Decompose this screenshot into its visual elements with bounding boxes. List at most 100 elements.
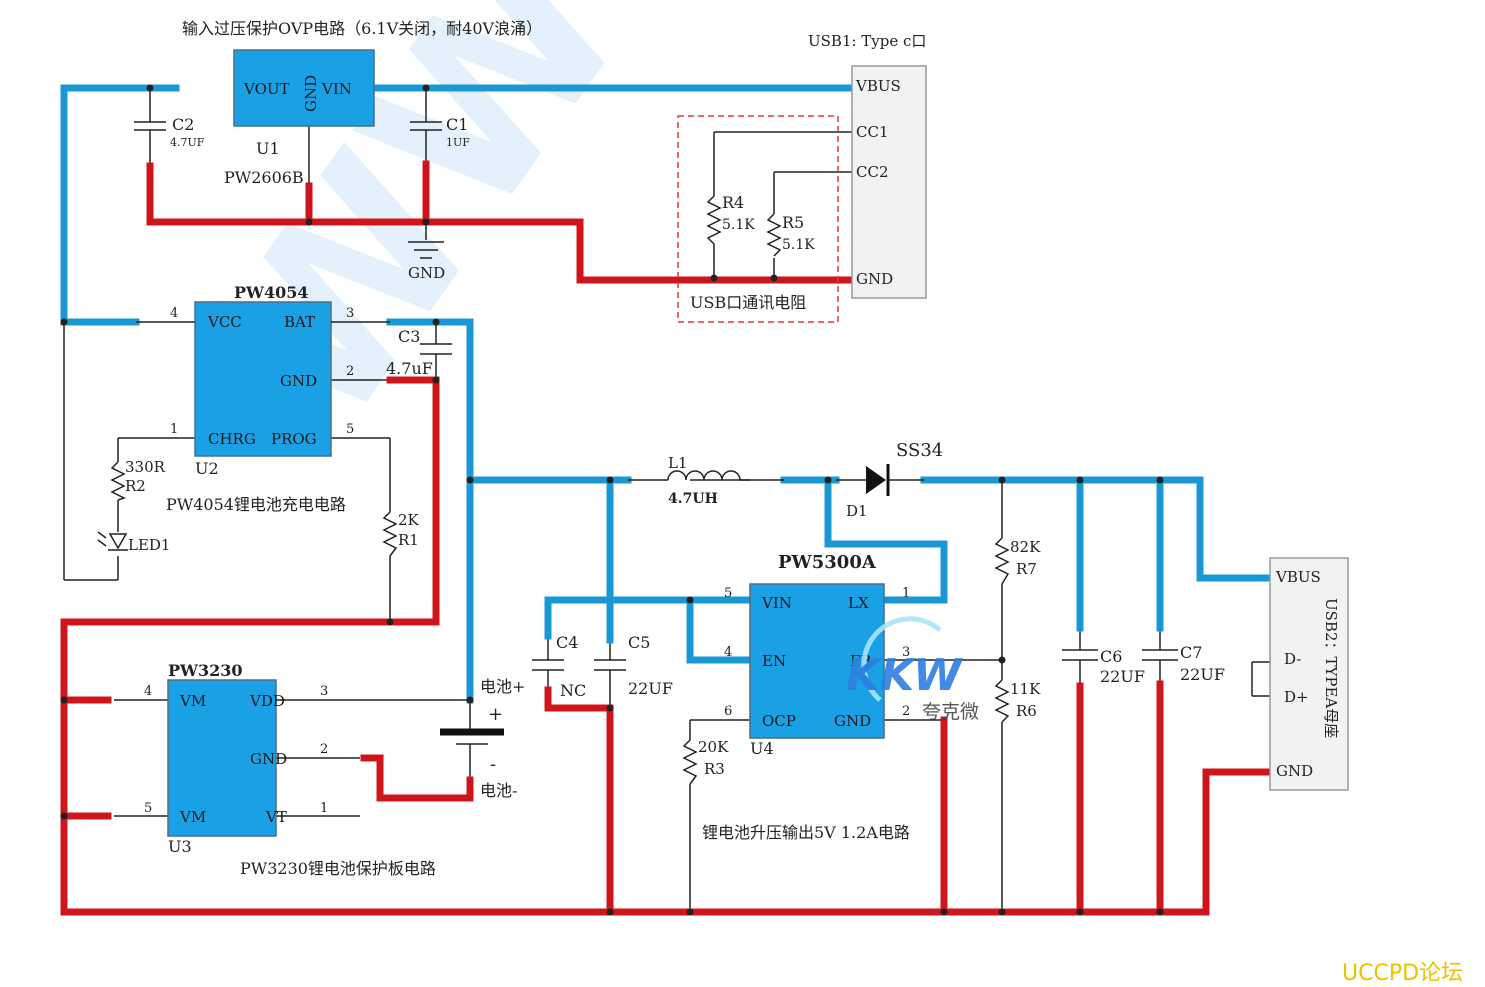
ovp-title: 输入过压保护OVP电路（6.1V关闭，耐40V浪涌）	[182, 19, 542, 38]
r1-value: 2K	[398, 511, 420, 529]
c6-ref: C6	[1100, 647, 1122, 666]
battery-plus-label: 电池+	[480, 677, 525, 696]
battery: 电池+ + - 电池-	[440, 677, 525, 800]
usb2-dplus: D+	[1284, 688, 1309, 706]
boost-pin4: 4	[724, 645, 732, 660]
usb1-body	[851, 65, 927, 299]
c4-value: NC	[560, 681, 586, 700]
capacitor-c4: C4 NC	[532, 633, 586, 700]
ground-symbol: GND	[408, 241, 445, 282]
boost-pin1: 1	[902, 586, 910, 601]
resistor-r2: 330R R2	[110, 458, 166, 501]
c7-value: 22UF	[1180, 665, 1225, 684]
protect-pin-vm1: VM	[179, 692, 206, 710]
boost-pin-gnd: GND	[834, 712, 871, 730]
charger-pin2: 2	[346, 364, 354, 379]
boost-caption: 锂电池升压输出5V 1.2A电路	[702, 823, 910, 842]
r6-ref: R6	[1016, 702, 1037, 720]
r5-ref: R5	[782, 213, 804, 232]
ovp-part: PW2606B	[224, 168, 304, 187]
c1-ref: C1	[446, 115, 468, 134]
c2-value: 4.7UF	[170, 136, 205, 149]
r2-ref: R2	[125, 477, 146, 495]
protect-pin4: 4	[144, 684, 152, 699]
charger-caption: PW4054锂电池充电电路	[166, 495, 346, 514]
charger-pin1: 1	[170, 422, 178, 437]
charger-pin-bat: BAT	[284, 313, 315, 331]
c3-ref: C3	[398, 327, 420, 346]
charger-pin-vcc: VCC	[207, 313, 242, 331]
d1-part: SS34	[896, 440, 943, 461]
usb2-vbus: VBUS	[1275, 568, 1321, 586]
ground-net	[60, 160, 1274, 916]
ovp-chip	[233, 49, 375, 127]
r6-value: 11K	[1010, 680, 1041, 698]
protect-ref: U3	[168, 837, 192, 856]
resistor-r4: R4 5.1K	[706, 193, 755, 245]
usb2-title: USB2：TYPEA母座	[1322, 598, 1340, 738]
d1-ref: D1	[846, 502, 868, 520]
protect-pin-vdd: VDD	[249, 692, 285, 710]
r7-ref: R7	[1016, 560, 1037, 578]
protect-part: PW3230	[168, 661, 243, 680]
protect-pin-gnd: GND	[250, 750, 287, 768]
ovp-pin-vout: VOUT	[243, 80, 290, 98]
boost-pin-en: EN	[762, 652, 786, 670]
battery-minus: -	[490, 754, 496, 775]
capacitor-c3: C3 4.7uF	[386, 327, 452, 378]
kkw-logo-text: KKW	[846, 650, 964, 701]
r3-ref: R3	[704, 760, 725, 778]
capacitor-c7: C7 22UF	[1142, 643, 1225, 684]
charger-pin-gnd: GND	[280, 372, 317, 390]
c6-value: 22UF	[1100, 667, 1145, 686]
led1: LED1	[97, 531, 170, 554]
protect-pin-vt: VT	[265, 808, 287, 826]
protect-caption: PW3230锂电池保护板电路	[240, 859, 436, 878]
charger-pin3: 3	[346, 306, 354, 321]
resistor-r7: 82K R7	[994, 537, 1041, 585]
r4-value: 5.1K	[722, 217, 755, 233]
resistor-r5: R5 5.1K	[766, 213, 815, 257]
c2-ref: C2	[172, 115, 194, 134]
power-net	[60, 84, 1274, 704]
boost-pin6: 6	[724, 704, 732, 719]
r2-value: 330R	[125, 458, 166, 476]
boost-pin-ocp: OCP	[762, 712, 796, 730]
ovp-pin-vin: VIN	[321, 80, 352, 98]
charger-pin-prog: PROG	[271, 430, 317, 448]
c5-value: 22UF	[628, 679, 673, 698]
ovp-ref: U1	[256, 139, 280, 158]
charger-pin4: 4	[170, 306, 178, 321]
r5-value: 5.1K	[782, 237, 815, 253]
boost-pin-lx: LX	[848, 594, 869, 612]
usb1-resistor-box-label: USB口通讯电阻	[690, 293, 806, 312]
boost-section: PW5300A VIN LX EN FB OCP GND 5 1 4 3 6 2…	[702, 552, 910, 842]
charger-pin-chrg: CHRG	[208, 430, 256, 448]
protect-pin3: 3	[320, 684, 328, 699]
capacitor-c6: C6 22UF	[1062, 647, 1145, 686]
boost-part: PW5300A	[778, 552, 877, 573]
protect-pin5: 5	[144, 801, 152, 816]
r7-value: 82K	[1010, 538, 1041, 556]
c5-ref: C5	[628, 633, 650, 652]
usb1-cc2: CC2	[856, 163, 889, 181]
charger-ref: U2	[195, 459, 219, 478]
charger-section: PW4054 VCC BAT GND CHRG PROG 4 3 2 1 5 U…	[136, 283, 390, 514]
protect-section: PW3230 VM VDD GND VM VT 4 3 2 5 1 U3 PW3…	[144, 661, 436, 878]
charger-pin5: 5	[346, 422, 354, 437]
usb1-connector: USB1: Type c口 VBUS CC1 CC2 GND USB口通讯电阻	[677, 32, 927, 323]
ovp-section: 输入过压保护OVP电路（6.1V关闭，耐40V浪涌） VOUT VIN GND …	[182, 19, 542, 187]
usb1-title: USB1: Type c口	[808, 32, 926, 50]
charger-chip	[194, 301, 332, 457]
boost-pin2: 2	[902, 704, 910, 719]
resistor-r3: 20K R3	[682, 738, 729, 785]
l1-value: 4.7UH	[668, 491, 718, 507]
protect-pin2: 2	[320, 742, 328, 757]
diode-d1: SS34 D1	[836, 440, 943, 520]
usb1-resistor-box	[677, 115, 839, 323]
battery-minus-label: 电池-	[480, 781, 517, 800]
capacitor-c1: C1 1UF	[410, 115, 470, 149]
protect-pin-vm2: VM	[179, 808, 206, 826]
boost-pin3: 3	[902, 645, 910, 660]
